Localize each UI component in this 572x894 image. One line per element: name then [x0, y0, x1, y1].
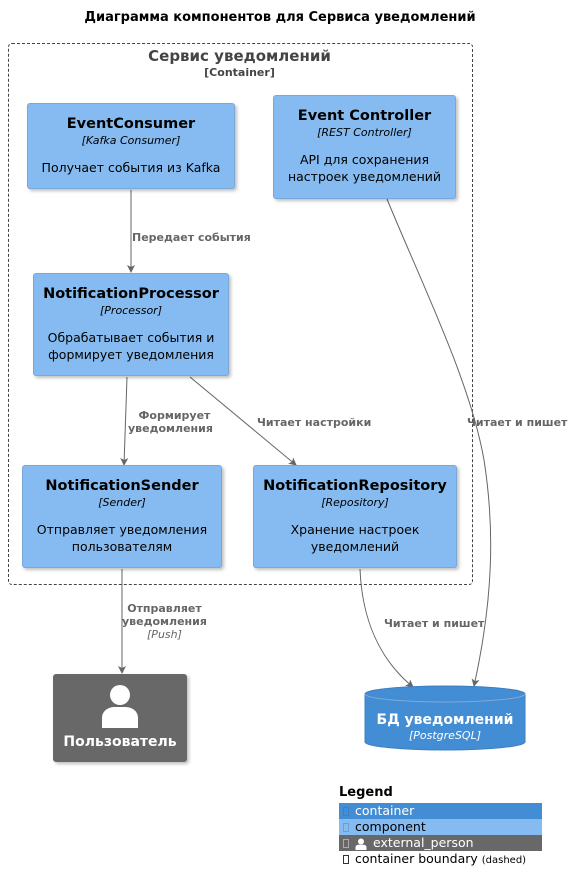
- desc-line: пользователям: [71, 539, 173, 554]
- arrow-controller-to-db: [386, 198, 492, 687]
- component-description: Отправляет уведомления пользователям: [23, 521, 221, 555]
- component-name: Event Controller: [297, 108, 432, 124]
- legend-label: container boundary: [355, 851, 478, 866]
- database-shape: [364, 685, 526, 751]
- desc-line: API для сохранения: [299, 152, 430, 167]
- label-controller-reads-writes: Читает и пишет: [467, 416, 568, 429]
- label-repository-reads-writes: Читает и пишет: [384, 617, 485, 630]
- component-name: EventConsumer: [66, 116, 196, 132]
- legend-item-container-boundary: container boundary (dashed): [339, 851, 542, 867]
- label-sends-tech: [Push]: [147, 628, 182, 641]
- label-sends-notifications: Отправляет уведомления [Push]: [122, 602, 207, 641]
- component-event-controller[interactable]: Event Controller [REST Controller] API д…: [273, 95, 456, 199]
- legend-swatch-icon: [343, 807, 349, 816]
- component-description: Обрабатывает события и формирует уведомл…: [34, 329, 228, 363]
- component-name: NotificationRepository: [263, 478, 447, 494]
- legend-title: Legend: [339, 785, 393, 800]
- component-type: [Repository]: [321, 496, 389, 509]
- component-notification-repository[interactable]: NotificationRepository [Repository] Хран…: [253, 465, 457, 568]
- legend-label: external_person: [373, 835, 474, 850]
- desc-line: настроек уведомлений: [287, 169, 442, 184]
- database-name: БД уведомлений: [376, 712, 514, 728]
- diagram-title: Диаграмма компонентов для Сервиса уведом…: [84, 10, 476, 25]
- desc-line: Получает события из Kafka: [41, 160, 221, 175]
- legend-item-external-person: external_person: [339, 835, 542, 851]
- component-notification-sender[interactable]: NotificationSender [Sender] Отправляет у…: [22, 465, 222, 568]
- desc-line: Хранение настроек: [290, 522, 420, 537]
- label-forms-notifications: Формирует уведомления: [128, 409, 213, 435]
- boundary-name: Сервис уведомлений: [148, 47, 331, 65]
- label-forms-line2: уведомления: [128, 422, 213, 435]
- component-description: Хранение настроек уведомлений: [254, 521, 456, 555]
- legend-swatch-icon: [343, 855, 349, 864]
- component-notification-processor[interactable]: NotificationProcessor [Processor] Обраба…: [33, 273, 229, 376]
- legend-label: component: [355, 819, 426, 834]
- database-type: [PostgreSQL]: [408, 729, 482, 742]
- component-name: NotificationSender: [45, 478, 199, 494]
- label-sends-line1: Отправляет: [127, 602, 202, 615]
- boundary-type: [Container]: [204, 66, 275, 79]
- component-type: [Processor]: [100, 304, 162, 317]
- component-description: API для сохранения настроек уведомлений: [274, 151, 455, 185]
- arrow-processor-to-sender: [120, 376, 129, 466]
- person-icon: [355, 838, 367, 850]
- database-label[interactable]: БД уведомлений [PostgreSQL]: [365, 712, 525, 742]
- desc-line: уведомлений: [310, 539, 400, 554]
- component-name: NotificationProcessor: [43, 286, 219, 302]
- desc-line: формирует уведомления: [48, 347, 214, 362]
- component-type: [Sender]: [98, 496, 146, 509]
- component-event-consumer[interactable]: EventConsumer [Kafka Consumer] Получает …: [27, 103, 235, 189]
- legend-item-container: container: [339, 803, 542, 819]
- arrow-processor-to-repository: [189, 376, 297, 466]
- label-forms-line1: Формирует: [138, 409, 211, 422]
- legend-swatch-icon: [343, 839, 349, 848]
- desc-line: Отправляет уведомления: [36, 522, 208, 537]
- container-boundary: [8, 43, 473, 585]
- person-icon: [102, 685, 138, 728]
- component-type: [REST Controller]: [317, 126, 412, 139]
- label-reads-settings: Читает настройки: [257, 416, 372, 429]
- external-person-user[interactable]: Пользователь: [53, 674, 187, 762]
- label-sends-line2: уведомления: [122, 615, 207, 628]
- legend-swatch-icon: [343, 823, 349, 832]
- legend-item-component: component: [339, 819, 542, 835]
- legend-label: container: [355, 803, 415, 818]
- person-name: Пользователь: [63, 734, 177, 750]
- desc-line: Обрабатывает события и: [47, 330, 215, 345]
- component-description: Получает события из Kafka: [28, 159, 234, 176]
- component-type: [Kafka Consumer]: [81, 134, 181, 147]
- arrow-repository-to-db: [359, 568, 414, 688]
- legend-note: (dashed): [481, 855, 527, 866]
- label-passes-events: Передает события: [132, 231, 251, 244]
